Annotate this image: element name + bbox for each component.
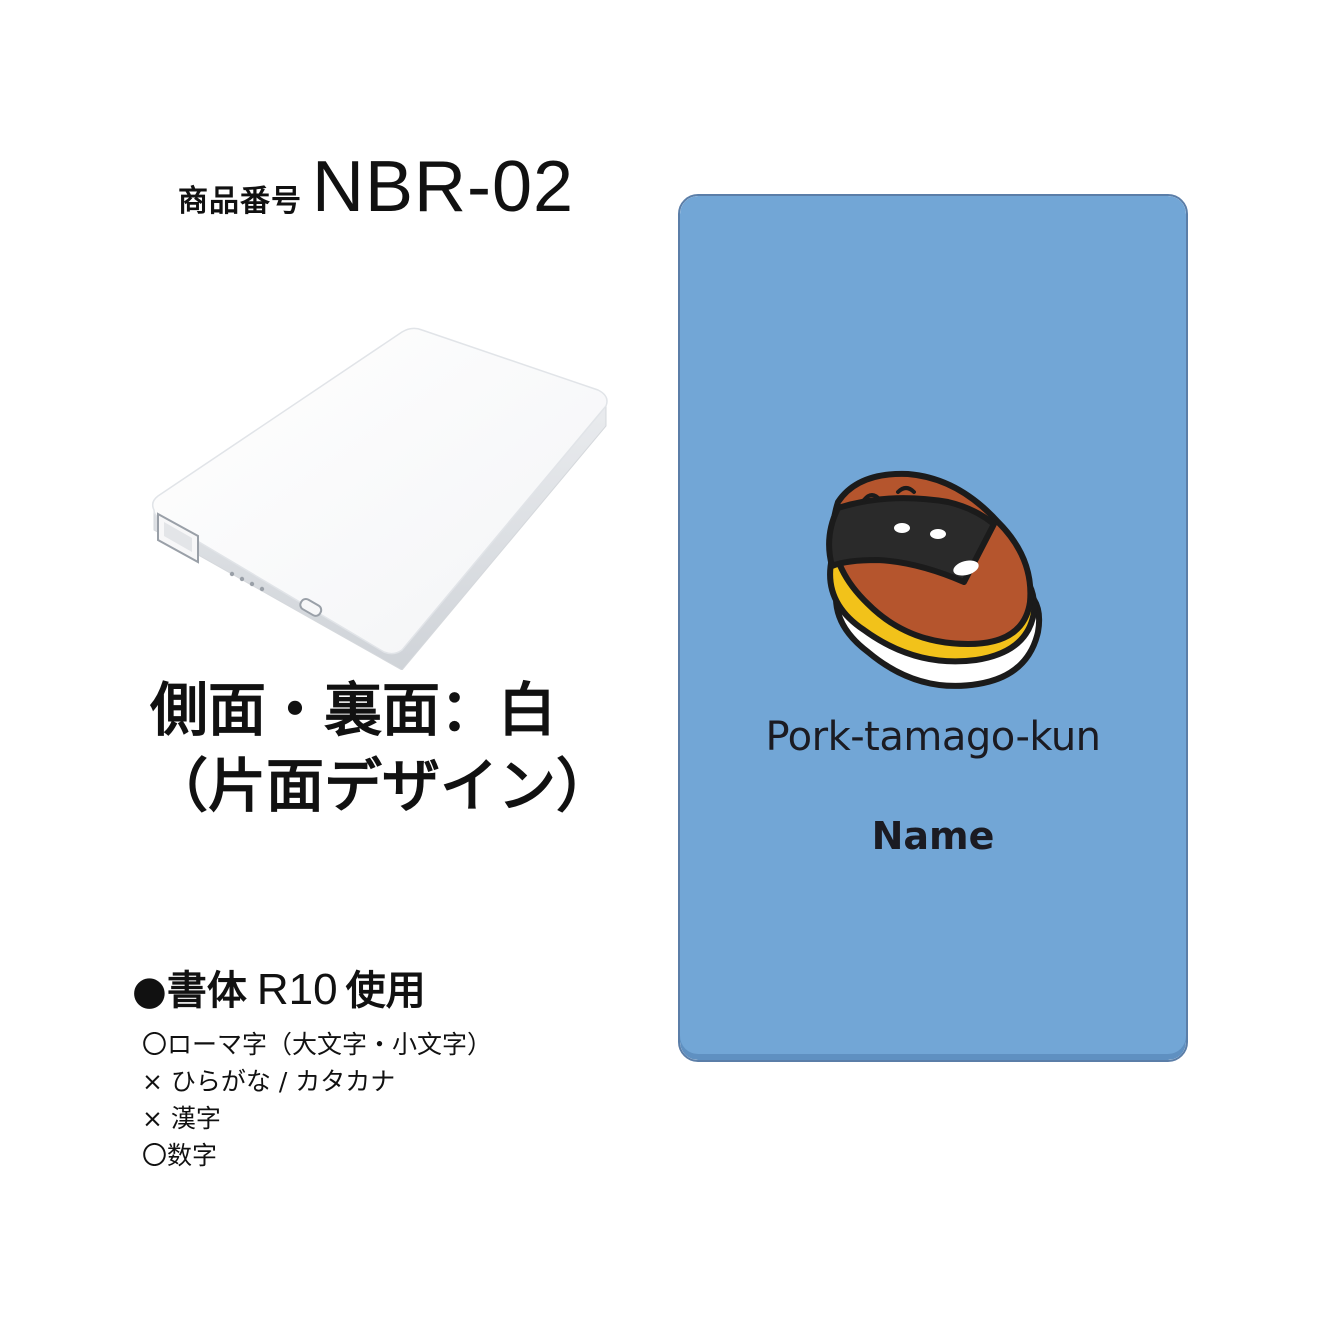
design-card: Pork-tamago-kun Name bbox=[678, 194, 1188, 1062]
font-info: ● 書体 R10 使用 〇ローマ字（大文字・小文字） × ひらがな / カタカナ… bbox=[132, 958, 492, 1174]
product-code: NBR-02 bbox=[312, 147, 575, 227]
led-indicator-icon bbox=[239, 576, 245, 582]
power-bank-image bbox=[140, 310, 620, 670]
card-title: Pork-tamago-kun bbox=[765, 714, 1101, 760]
font-rules: 〇ローマ字（大文字・小文字） × ひらがな / カタカナ × 漢字 〇数字 bbox=[132, 1026, 492, 1174]
color-description-note: （片面デザイン） bbox=[150, 752, 615, 820]
card-name-placeholder: Name bbox=[871, 814, 995, 858]
font-rule-item: 〇数字 bbox=[142, 1141, 218, 1170]
font-rule-item: × ひらがな / カタカナ bbox=[142, 1067, 396, 1096]
pork-tamago-character-image bbox=[798, 462, 1088, 702]
font-heading-suffix: 使用 bbox=[345, 968, 426, 1014]
color-description: 側面・裏面：白 （片面デザイン） bbox=[150, 672, 614, 824]
font-rule-item: 〇ローマ字（大文字・小文字） bbox=[142, 1030, 493, 1059]
font-code: R10 bbox=[256, 965, 338, 1014]
font-heading-prefix: 書体 bbox=[166, 968, 247, 1014]
bullet-icon: ● bbox=[132, 968, 167, 1014]
product-number: 商品番号 NBR-02 bbox=[178, 146, 575, 227]
usb-c-port-icon bbox=[299, 598, 323, 617]
font-rule-item: × 漢字 bbox=[142, 1104, 221, 1133]
font-heading: ● 書体 R10 使用 bbox=[132, 958, 492, 1016]
led-indicator-icon bbox=[249, 581, 255, 587]
product-number-label: 商品番号 bbox=[178, 184, 302, 219]
nori-band-icon bbox=[826, 495, 997, 585]
color-description-line: 側面・裏面：白 bbox=[150, 676, 557, 744]
led-indicator-icon bbox=[229, 571, 235, 577]
led-indicator-icon bbox=[259, 586, 265, 592]
